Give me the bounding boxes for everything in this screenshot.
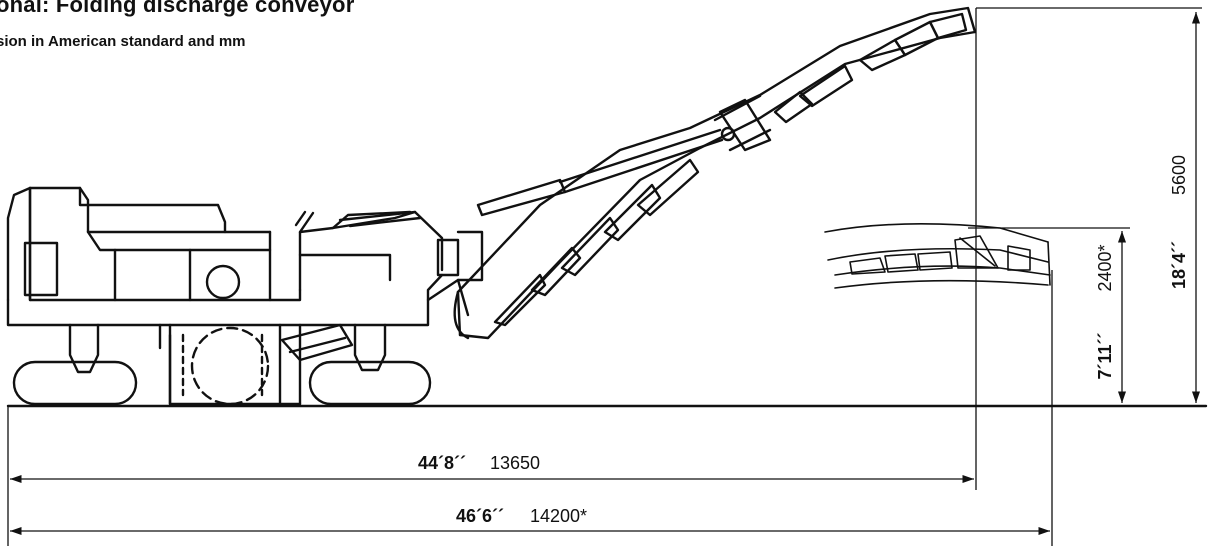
rear-track — [308, 360, 432, 406]
length-folded-metric: 14200* — [530, 506, 587, 526]
milling-machine — [6, 186, 444, 406]
wheel-icon — [205, 264, 241, 300]
milling-drum — [190, 326, 270, 406]
length-raised-metric: 13650 — [490, 453, 540, 473]
height-folded-metric: 2400* — [1095, 244, 1115, 291]
folded-conveyor — [824, 223, 1051, 289]
front-track — [12, 360, 138, 406]
raised-conveyor — [426, 6, 977, 340]
height-raised-metric: 5600 — [1169, 155, 1189, 195]
height-folded-imperial: 7´11´´ — [1095, 332, 1115, 379]
drawing-title: onal: Folding discharge conveyor — [0, 0, 355, 17]
height-raised-imperial: 18´4´´ — [1169, 241, 1189, 289]
length-folded-imperial: 46´6´´ — [456, 506, 504, 526]
drawing-subtitle: sion in American standard and mm — [0, 33, 246, 50]
cab-window — [23, 241, 59, 297]
length-raised-imperial: 44´8´´ — [418, 453, 466, 473]
